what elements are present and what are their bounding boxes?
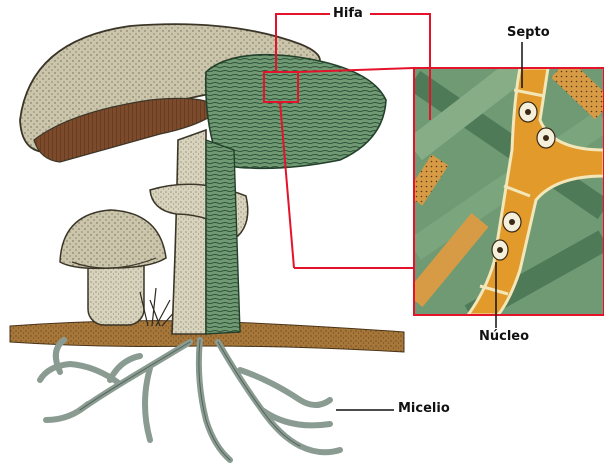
mycelium-outline — [80, 340, 300, 460]
label-hifa: Hifa — [333, 7, 363, 21]
stipe — [172, 130, 206, 334]
hypha-inset — [414, 68, 604, 315]
label-nucleo: Núcleo — [479, 330, 529, 344]
mycelium — [40, 340, 340, 460]
label-septo: Septo — [507, 26, 550, 40]
label-micelio: Micelio — [398, 402, 450, 416]
hyphae-cutaway-stipe — [206, 140, 240, 334]
small-mushroom — [60, 210, 166, 325]
